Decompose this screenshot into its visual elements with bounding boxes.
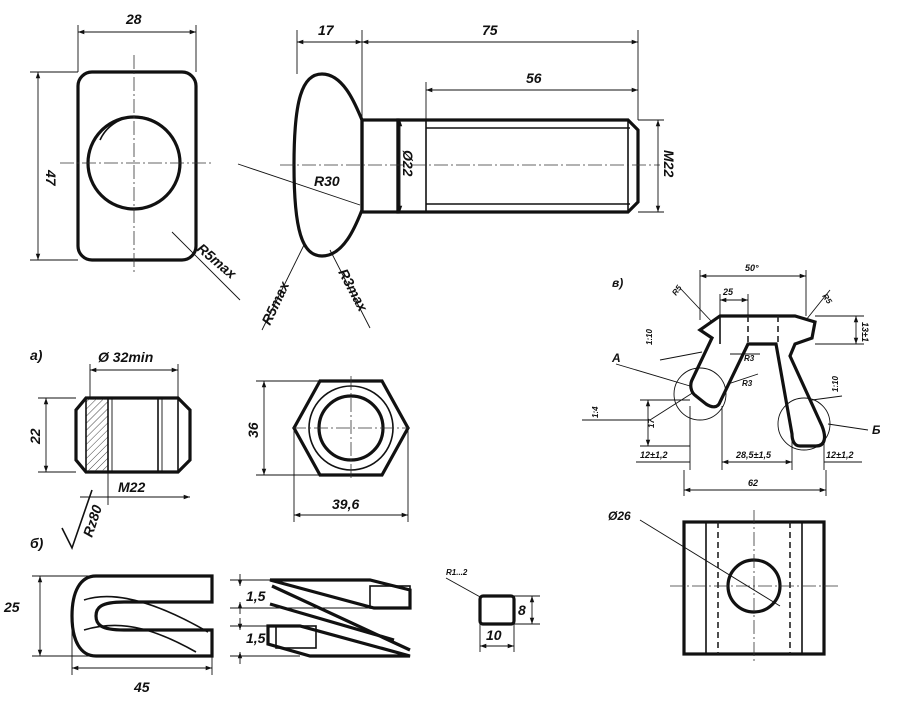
dim-r3max-bolt: R3max [335, 266, 371, 315]
dim-section-h: 8 [518, 602, 526, 618]
label-v: в) [612, 276, 623, 290]
dim-nut-thread: M22 [118, 479, 145, 495]
dim-17: 17 [318, 22, 335, 38]
bolt-mushroom-head [292, 72, 364, 258]
bolt-neck [360, 118, 400, 214]
dim-r30: R30 [314, 173, 340, 189]
label-a: а) [30, 347, 43, 363]
dim-56: 56 [526, 70, 542, 86]
dim-nut-corners: 39,6 [332, 496, 359, 512]
taper-slope: 1:4 [591, 406, 600, 418]
dim-25: 25 [722, 287, 734, 297]
taper-top: 1:10 [645, 328, 654, 345]
dim-r5max-bolt: R5max [258, 278, 292, 327]
dim-shank-dia: Ø22 [400, 150, 416, 177]
dim-r3-a: R3 [744, 354, 755, 363]
dim-75: 75 [482, 22, 498, 38]
bolt-head-view: 28 47 R5max [30, 11, 240, 301]
mark-a: А [611, 351, 621, 365]
dim-28: 28 [125, 11, 142, 27]
mark-b: Б [872, 423, 881, 437]
dim-gap-bottom: 1,5 [246, 630, 266, 646]
taper-right: 1:10 [831, 375, 840, 392]
bolt-side-view: R30 Ø22 M22 17 75 56 R5max R3max [237, 22, 677, 331]
dim-13: 13±1 [860, 322, 870, 342]
dim-nut-height: 22 [27, 428, 43, 445]
dim-17-clip: 17 [647, 419, 656, 428]
dim-nut-flats: 36 [245, 422, 261, 438]
dim-12-left: 12±1,2 [640, 450, 667, 460]
dim-section-radius: R1...2 [446, 568, 468, 577]
clip-body [689, 314, 827, 448]
dim-47: 47 [43, 169, 59, 187]
nut-top-view: 36 39,6 [245, 376, 410, 522]
dim-washer-width: 45 [133, 679, 150, 695]
bolt-shank [396, 118, 640, 214]
washer-section [478, 594, 516, 626]
dim-hole-26: Ø26 [608, 509, 631, 523]
label-b: б) [30, 535, 44, 551]
washer-front-outline [70, 574, 214, 658]
dim-62: 62 [748, 478, 758, 488]
detail-circle-a [673, 367, 727, 421]
washer-views: б) 25 45 1,5 1,5 R1...2 [3, 535, 540, 695]
roughness-rz80: Rz80 [80, 503, 105, 539]
dim-thread-m22: M22 [661, 150, 677, 177]
bolt-head-outline [76, 70, 198, 262]
dim-28-5: 28,5±1,5 [735, 450, 772, 460]
dim-r5-right: R5 [820, 292, 834, 306]
clip-plan-view: Ø26 [608, 509, 838, 664]
dim-washer-height: 25 [3, 599, 20, 615]
roughness-symbol [61, 489, 93, 551]
dim-nut-bore: Ø 32min [98, 349, 153, 365]
dim-12-right: 12±1,2 [826, 450, 853, 460]
dim-50: 50° [745, 263, 759, 273]
nut-side-view: а) Ø 32min 22 M22 Rz80 [27, 347, 192, 551]
dim-gap-top: 1,5 [246, 588, 266, 604]
dim-r3-b: R3 [742, 379, 753, 388]
clip-front-view: в) А Б 50° 25 R5 R5 13±1 1:10 [582, 263, 881, 496]
dim-r5-left: R5 [670, 283, 684, 297]
dim-section-w: 10 [486, 627, 502, 643]
